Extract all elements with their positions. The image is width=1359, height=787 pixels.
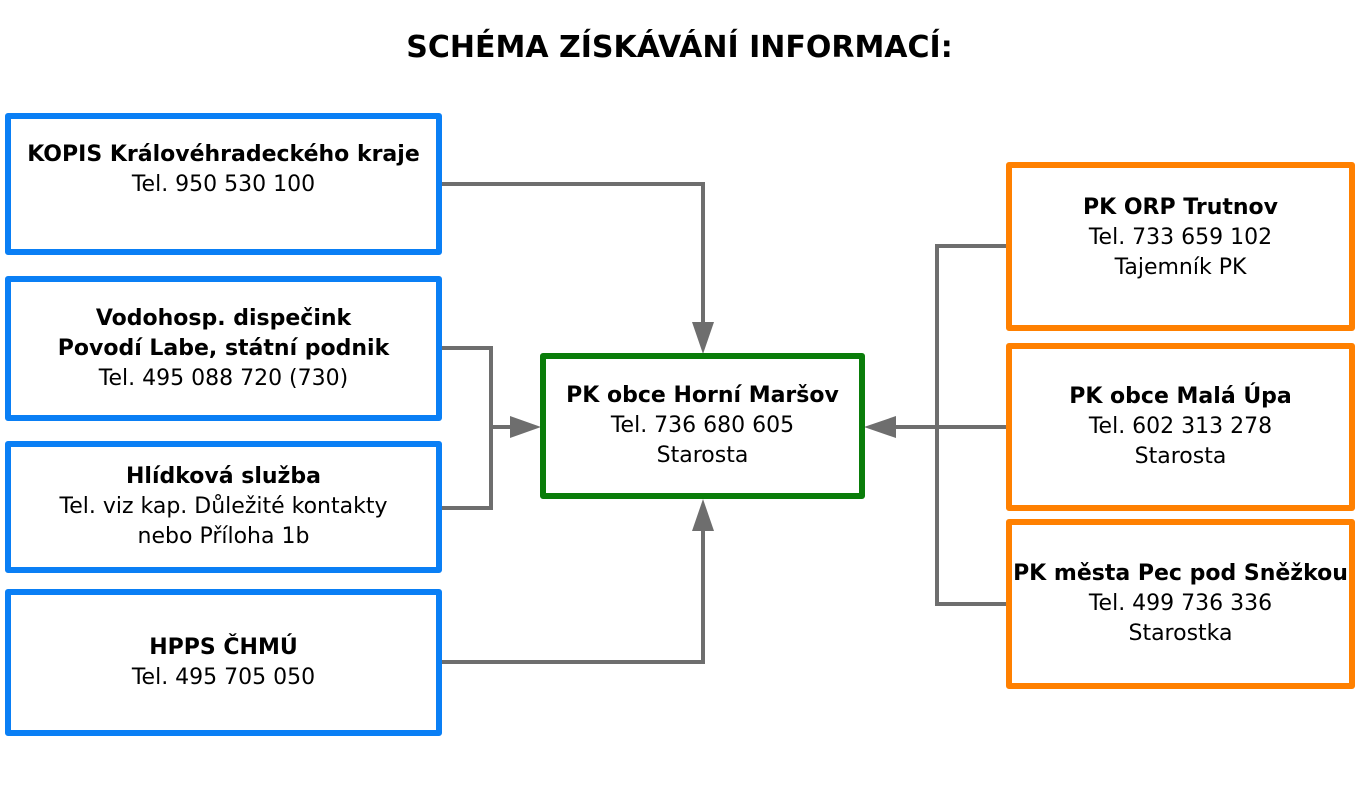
peer-phone: Tel. 499 736 336 <box>1088 591 1273 616</box>
arrowhead-top <box>692 322 714 354</box>
peer-name: PK města Pec pod Sněžkou <box>1013 561 1348 586</box>
peer-pec-pod-snezkou: PK města Pec pod Sněžkou Tel. 499 736 33… <box>1006 519 1355 689</box>
edge-vodohosp-bracket <box>442 346 493 510</box>
peer-orp-trutnov: PK ORP Trutnov Tel. 733 659 102 Tajemník… <box>1006 162 1355 331</box>
source-name: Vodohosp. dispečink <box>95 305 352 331</box>
peer-phone: Tel. 733 659 102 <box>1088 224 1273 250</box>
peer-phone: Tel. 602 313 278 <box>1088 414 1273 439</box>
center-name: PK obce Horní Maršov <box>566 383 839 408</box>
source-phone: Tel. 495 705 050 <box>131 664 316 690</box>
source-hpps-chmu: HPPS ČHMÚ Tel. 495 705 050 <box>5 589 442 736</box>
peer-role: Tajemník PK <box>1114 254 1247 280</box>
edge-hpps-to-center <box>442 522 705 664</box>
source-phone: Tel. viz kap. Důležité kontakty <box>59 494 388 519</box>
source-note: nebo Příloha 1b <box>137 524 310 549</box>
arrowhead-bottom <box>692 499 714 531</box>
peer-name: PK obce Malá Úpa <box>1069 384 1292 409</box>
source-kopis: KOPIS Královéhradeckého kraje Tel. 950 5… <box>5 113 442 255</box>
arrowhead-left <box>510 416 541 438</box>
source-phone: Tel. 495 088 720 (730) <box>98 365 349 391</box>
diagram-title: SCHÉMA ZÍSKÁVÁNÍ INFORMACÍ: <box>406 30 953 65</box>
center-horni-marsov: PK obce Horní Maršov Tel. 736 680 605 St… <box>540 353 865 499</box>
source-hlidkova-sluzba: Hlídková služba Tel. viz kap. Důležité k… <box>5 441 442 573</box>
peer-name: PK ORP Trutnov <box>1083 194 1278 220</box>
edge-kopis-to-center <box>442 182 705 330</box>
source-name: HPPS ČHMÚ <box>149 634 298 660</box>
arrowhead-right <box>864 416 896 438</box>
source-name: Hlídková služba <box>126 464 321 489</box>
source-organization: Povodí Labe, státní podnik <box>57 335 390 361</box>
source-phone: Tel. 950 530 100 <box>131 172 316 197</box>
source-name: KOPIS Královéhradeckého kraje <box>27 142 420 167</box>
peer-role: Starosta <box>1134 444 1227 469</box>
source-vodohosp-dispecink: Vodohosp. dispečink Povodí Labe, státní … <box>5 276 442 421</box>
peer-role: Starostka <box>1128 621 1233 646</box>
peer-mala-upa: PK obce Malá Úpa Tel. 602 313 278 Staros… <box>1006 343 1355 511</box>
center-role: Starosta <box>656 443 749 468</box>
center-phone: Tel. 736 680 605 <box>610 413 795 438</box>
